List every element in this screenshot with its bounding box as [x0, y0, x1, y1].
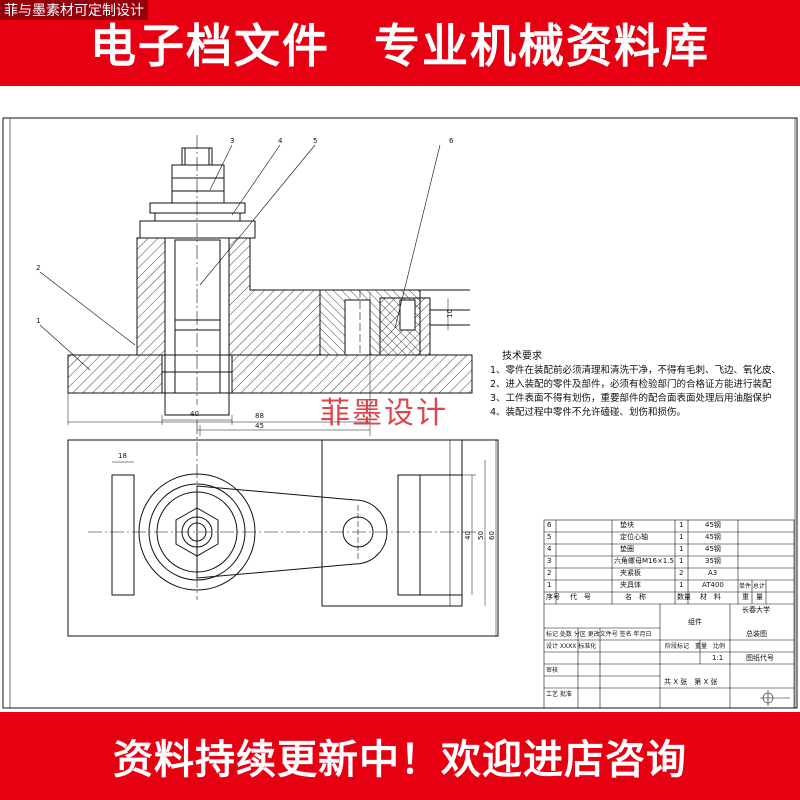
- hex-nut: [171, 164, 225, 204]
- engineering-drawing: 3 4 5 6 2 1 40 88 45 18 10 40 50 60: [2, 117, 798, 709]
- bom-header-mat: 材 料: [700, 593, 721, 601]
- dim-10: 10: [446, 309, 454, 318]
- bom-name: 定位心轴: [620, 533, 648, 541]
- tech-item: 2、进入装配的零件及部件，必须有检验部门的合格证方能进行装配: [490, 379, 772, 390]
- tb-row: 设计 XXXX 标准化: [546, 643, 597, 650]
- bom-qty: 1: [679, 557, 684, 565]
- bom-qty: 1: [679, 533, 684, 541]
- bom-no: 4: [547, 545, 552, 553]
- bom-mat: A3: [708, 569, 718, 577]
- dim-40: 40: [190, 410, 199, 418]
- bom-header-qty: 数量: [677, 593, 691, 601]
- balloon-3: 3: [230, 137, 234, 145]
- bom-name: 垫块: [620, 521, 634, 529]
- bom-header-name: 名 称: [625, 593, 646, 601]
- tb-part: 组件: [688, 618, 702, 626]
- balloon-5: 5: [313, 137, 317, 145]
- tech-title: 技术要求: [502, 351, 542, 362]
- bom-mat: AT400: [702, 581, 724, 589]
- tb-school: 长春大学: [742, 606, 770, 614]
- tb-row: 工艺 批准: [546, 691, 572, 698]
- bom-no: 2: [547, 569, 552, 577]
- dim-45: 45: [255, 422, 264, 430]
- bottom-banner: 资料持续更新中！欢迎进店咨询: [0, 712, 800, 800]
- dim-50: 50: [477, 531, 485, 540]
- watermark-topleft: 菲与墨素材可定制设计: [0, 0, 148, 20]
- tech-item: 1、零件在装配前必须清理和清洗干净，不得有毛刺、飞边、氧化皮、: [490, 365, 782, 376]
- washer: [149, 202, 246, 214]
- bom-qty: 1: [679, 581, 684, 589]
- bom-qty: 2: [679, 569, 684, 577]
- bom-name: 垫圈: [620, 545, 634, 553]
- tb-drawing: 总装图: [746, 630, 767, 638]
- bom-mat: 45钢: [705, 533, 721, 541]
- tech-item: 3、工件表面不得有划伤，重要部件的配合面表面处理后用油脂保护: [490, 393, 772, 404]
- technical-requirements: 技术要求 1、零件在装配前必须清理和清洗干净，不得有毛刺、飞边、氧化皮、 2、进…: [490, 350, 781, 420]
- dim-60: 60: [488, 531, 496, 540]
- title-block: [543, 519, 795, 709]
- balloon-4: 4: [278, 137, 283, 145]
- dim-40-vert: 40: [464, 531, 472, 540]
- bom-name: 六角螺母M16×1.5: [614, 557, 674, 565]
- balloon-2: 2: [36, 264, 40, 272]
- bom-no: 5: [547, 533, 552, 541]
- watermark-center: 菲墨设计: [320, 396, 448, 431]
- bom-header-code: 代 号: [570, 593, 591, 601]
- bom-no: 1: [547, 581, 552, 589]
- dim-88: 88: [255, 412, 264, 420]
- bom-qty: 1: [679, 545, 684, 553]
- bom-mat: 35钢: [705, 557, 721, 565]
- bom-header-wt2: 重 量: [742, 593, 763, 601]
- top-banner: 菲与墨素材可定制设计 电子档文件 专业机械资料库: [0, 0, 800, 86]
- bottom-banner-text: 资料持续更新中！欢迎进店咨询: [113, 737, 687, 783]
- bom-no: 3: [547, 557, 552, 565]
- bom-mat: 45钢: [705, 521, 721, 529]
- bom-qty: 1: [679, 521, 684, 529]
- banner-left-text: 电子档文件: [90, 19, 330, 73]
- tb-sheet: 共 X 张 第 X 张: [664, 678, 718, 686]
- tb-stage: 阶段标记 重量 比例: [665, 643, 726, 650]
- bom-mat: 45钢: [705, 545, 721, 553]
- balloon-6: 6: [449, 137, 454, 145]
- tb-scale: 1:1: [712, 654, 724, 662]
- bom-header-no: 序号: [546, 593, 560, 601]
- tb-row: 标记 处数 分区 更改文件号 签名 年月日: [546, 631, 652, 638]
- bom-header-wt: 单件 总计: [739, 583, 765, 590]
- balloon-1: 1: [36, 317, 40, 325]
- base-plate: [67, 354, 473, 394]
- bom-name: 夹紧板: [620, 569, 641, 577]
- locating-shaft: [174, 239, 221, 356]
- bom-no: 6: [547, 521, 552, 529]
- top-view-outline: [67, 439, 499, 637]
- tb-row: 审核: [546, 667, 559, 674]
- dim-18: 18: [118, 452, 127, 460]
- tb-code: 图纸代号: [746, 654, 774, 662]
- bom-name: 夹具体: [620, 581, 641, 589]
- tech-item: 4、装配过程中零件不允许磕碰、划伤和损伤。: [490, 407, 687, 418]
- banner-right-text: 专业机械资料库: [374, 19, 710, 73]
